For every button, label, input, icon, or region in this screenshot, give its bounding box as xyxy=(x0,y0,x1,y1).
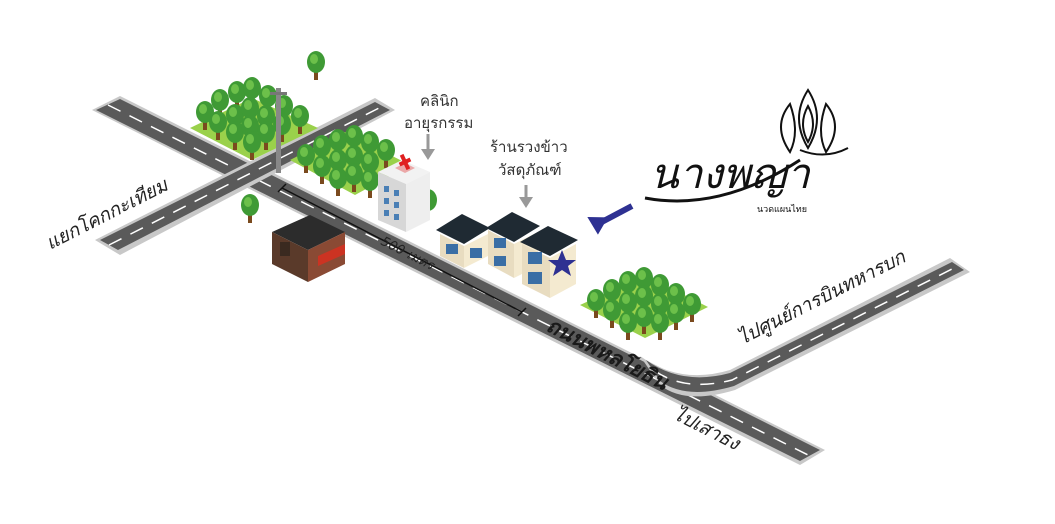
shop-label-line1: ร้านรวงข้าว xyxy=(490,138,568,156)
clinic-label-line1: คลินิก xyxy=(420,92,459,110)
pointer-arrows xyxy=(421,134,634,235)
medical-cross-icon xyxy=(395,153,415,173)
logo-name: นางพญา xyxy=(650,149,811,198)
clinic-label-line2: อายุรกรรม xyxy=(404,114,473,133)
lotus-icon xyxy=(780,88,849,156)
shop-arrow-icon xyxy=(519,185,533,208)
location-arrow-icon xyxy=(587,203,634,235)
shop-houses xyxy=(436,212,578,298)
nangpaya-logo: นางพญา นวดแผนไทย xyxy=(644,88,849,215)
utility-pole xyxy=(270,88,287,173)
branch-road-east xyxy=(640,258,970,397)
clinic-building-icon xyxy=(378,153,430,232)
logo-subtitle: นวดแผนไทย xyxy=(757,204,807,215)
red-building-icon xyxy=(272,215,345,282)
shop-label-line2: วัสดุภัณฑ์ xyxy=(498,161,562,180)
landmark-labels: คลินิก อายุรกรรม ร้านรวงข้าว วัสดุภัณฑ์ xyxy=(404,92,568,180)
clinic-arrow-icon xyxy=(421,134,435,160)
location-star-icon xyxy=(548,250,576,276)
